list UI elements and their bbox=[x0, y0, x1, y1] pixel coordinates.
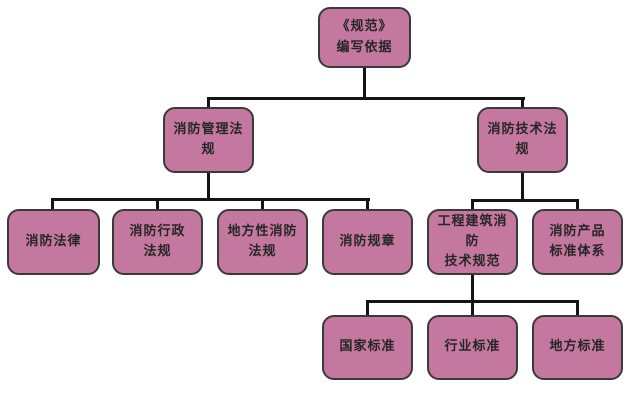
node-national-standards: 国家标准 bbox=[322, 315, 413, 380]
connector-drop-localstd bbox=[576, 300, 579, 315]
connector-drop-local bbox=[261, 198, 264, 209]
connector-tech-stem bbox=[521, 173, 524, 201]
connector-drop-national bbox=[366, 300, 369, 315]
connector-mgmt-rail bbox=[51, 198, 370, 201]
connector-drop-mgmt bbox=[207, 97, 210, 107]
connector-tech-rail bbox=[471, 199, 579, 202]
node-fire-technical-regulations: 消防技术法规 bbox=[477, 107, 568, 173]
connector-eng-stem bbox=[471, 275, 474, 302]
connector-mgmt-stem bbox=[207, 173, 210, 200]
connector-drop-industry bbox=[471, 300, 474, 315]
node-fire-laws: 消防法律 bbox=[7, 209, 100, 275]
connector-root-stem bbox=[363, 68, 366, 99]
connector-drop-law bbox=[51, 198, 54, 209]
node-fire-management-regulations: 消防管理法规 bbox=[163, 107, 254, 173]
node-industry-standards: 行业标准 bbox=[427, 315, 518, 380]
node-fire-product-standard-system: 消防产品 标准体系 bbox=[532, 209, 623, 275]
node-local-fire-regulations: 地方性消防 法规 bbox=[217, 209, 308, 275]
node-fire-rules: 消防规章 bbox=[322, 209, 413, 275]
connector-drop-tech bbox=[521, 97, 524, 107]
node-engineering-fire-technical-codes: 工程建筑消防 技术规范 bbox=[427, 209, 518, 275]
connector-drop-admin bbox=[156, 198, 159, 209]
connector-drop-eng bbox=[471, 199, 474, 209]
connector-drop-rules bbox=[366, 198, 369, 209]
node-local-standards: 地方标准 bbox=[532, 315, 623, 380]
node-fire-administrative-regulations: 消防行政 法规 bbox=[112, 209, 203, 275]
connector-drop-product bbox=[576, 199, 579, 209]
connector-level2-rail bbox=[207, 97, 525, 100]
node-root: 《规范》 编写依据 bbox=[318, 7, 411, 68]
